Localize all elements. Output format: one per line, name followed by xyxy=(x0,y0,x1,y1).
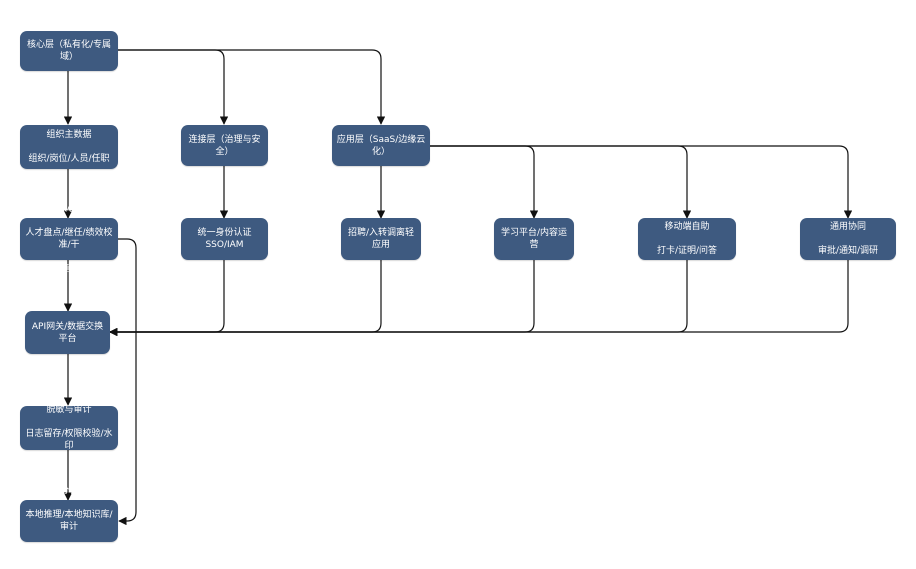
node-learning-platform[interactable]: 学习平台/内容运营 xyxy=(494,218,574,260)
node-connect-layer-line-1: 连接层（治理与安全） xyxy=(188,134,261,157)
edge-recruit-to-api xyxy=(109,260,382,337)
node-private-ai-detail-1: 本地推理/本地知识库/审计 xyxy=(25,510,113,532)
edge-learning-to-api xyxy=(109,260,535,337)
edge-core-to-app xyxy=(118,49,386,125)
node-masking-audit[interactable]: 脱敏与审计 日志留存/权限校验/水印 xyxy=(20,405,118,451)
node-private-ai-title: 私有分析与AI xyxy=(42,486,96,496)
node-org-master-data-title: 组织主数据 xyxy=(46,130,92,140)
edges xyxy=(63,49,853,526)
node-mobile-selfservice-detail: 打卡/证明/问答 xyxy=(656,246,718,256)
node-general-collab-title: 通用协同 xyxy=(829,222,866,232)
node-masking-audit-title: 脱敏与审计 xyxy=(46,405,92,415)
node-core-layer-line-1: 核心层（私有化/专属域） xyxy=(26,40,112,62)
edge-app-to-mobile xyxy=(430,145,692,219)
node-sso-iam[interactable]: 统一身份认证SSO/IAM xyxy=(181,218,268,260)
edge-core-to-connect xyxy=(118,49,229,125)
node-general-collab-detail: 审批/通知/调研 xyxy=(817,246,879,256)
node-api-gateway[interactable]: API网关/数据交换平台 xyxy=(25,311,110,354)
edge-sso-to-api xyxy=(109,260,225,337)
node-org-master-data-detail: 组织/岗位/人员/任职 xyxy=(28,154,110,164)
node-app-layer[interactable]: 应用层（SaaS/边缘云化） xyxy=(332,125,430,166)
node-recruit-app[interactable]: 招聘/入转调离轻应用 xyxy=(341,218,421,260)
edge-od-to-ai xyxy=(118,238,137,526)
node-od-core-module[interactable]: OD核心模块 人才盘点/继任/绩效校准/干 部管理 xyxy=(20,204,118,274)
node-recruit-app-line-1: 招聘/入转调离轻应用 xyxy=(347,228,415,250)
edge-app-to-collab xyxy=(430,145,853,219)
node-api-gateway-line-1: API网关/数据交换平台 xyxy=(31,321,104,344)
node-od-core-module-title: OD核心模块 xyxy=(43,204,94,214)
edge-mobile-to-api xyxy=(109,260,688,337)
edge-app-to-learning xyxy=(430,145,539,219)
node-learning-platform-line-1: 学习平台/内容运营 xyxy=(500,228,568,250)
node-od-core-module-detail-1: 人才盘点/继任/绩效校准/干 xyxy=(25,228,113,250)
node-mobile-selfservice-title: 移动端自助 xyxy=(664,222,710,232)
node-connect-layer[interactable]: 连接层（治理与安全） xyxy=(181,125,268,166)
node-od-core-module-detail-2: 部管理 xyxy=(55,264,83,274)
node-mobile-selfservice[interactable]: 移动端自助 打卡/证明/问答 xyxy=(638,218,736,260)
node-private-ai-detail-2: 可追溯 xyxy=(55,546,83,556)
edge-collab-to-api xyxy=(109,260,849,337)
node-org-master-data[interactable]: 组织主数据 组织/岗位/人员/任职 xyxy=(20,125,118,169)
node-masking-audit-detail: 日志留存/权限校验/水印 xyxy=(25,429,113,451)
node-core-layer[interactable]: 核心层（私有化/专属域） xyxy=(20,31,118,71)
node-app-layer-line-1: 应用层（SaaS/边缘云化） xyxy=(336,134,426,157)
node-private-ai[interactable]: 私有分析与AI 本地推理/本地知识库/审计 可追溯 xyxy=(20,486,118,556)
node-sso-iam-line-1: 统一身份认证SSO/IAM xyxy=(197,228,252,250)
node-general-collab[interactable]: 通用协同 审批/通知/调研 xyxy=(800,218,896,260)
